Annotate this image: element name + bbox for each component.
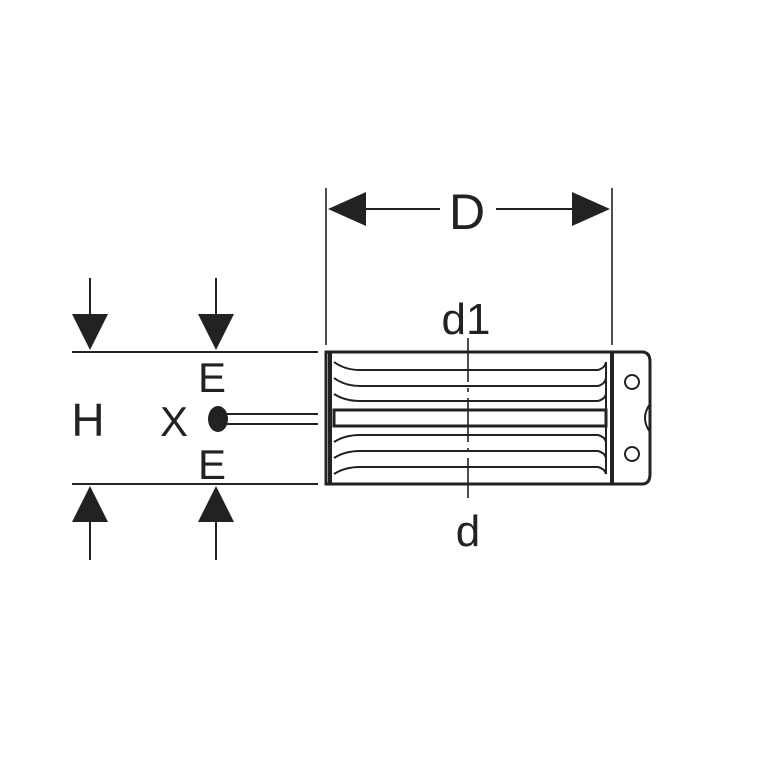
dimension-d: D [325, 184, 613, 345]
lip-1 [333, 361, 607, 371]
x-marker-dot-icon [208, 406, 228, 432]
label-x: X [160, 398, 188, 445]
label-e-bottom: E [198, 441, 226, 488]
arrowhead-right-icon [572, 192, 610, 226]
lip-6 [333, 466, 607, 475]
end-notch [644, 403, 651, 433]
e-arrowhead-bottom-icon [198, 486, 234, 522]
arrowhead-left-icon [328, 192, 366, 226]
label-d-inner: d [456, 507, 480, 556]
lip-2 [333, 377, 607, 387]
lip-5 [333, 450, 607, 459]
hole-bottom-icon [624, 446, 640, 462]
e-arrowhead-top-icon [198, 314, 234, 350]
sealing-lips [332, 361, 608, 475]
h-arrowhead-top-icon [72, 314, 108, 350]
label-d-outer: D [449, 184, 485, 240]
label-h: H [71, 394, 104, 446]
part-section [324, 338, 652, 498]
lip-3 [333, 393, 607, 402]
lip-4 [333, 434, 607, 443]
dimension-h: H E E X [71, 278, 318, 560]
part-outline [324, 350, 652, 486]
label-d1: d1 [442, 295, 491, 344]
h-arrowhead-bottom-icon [72, 486, 108, 522]
hole-top-icon [624, 374, 640, 390]
label-e-top: E [198, 354, 226, 401]
center-rib [332, 408, 608, 428]
